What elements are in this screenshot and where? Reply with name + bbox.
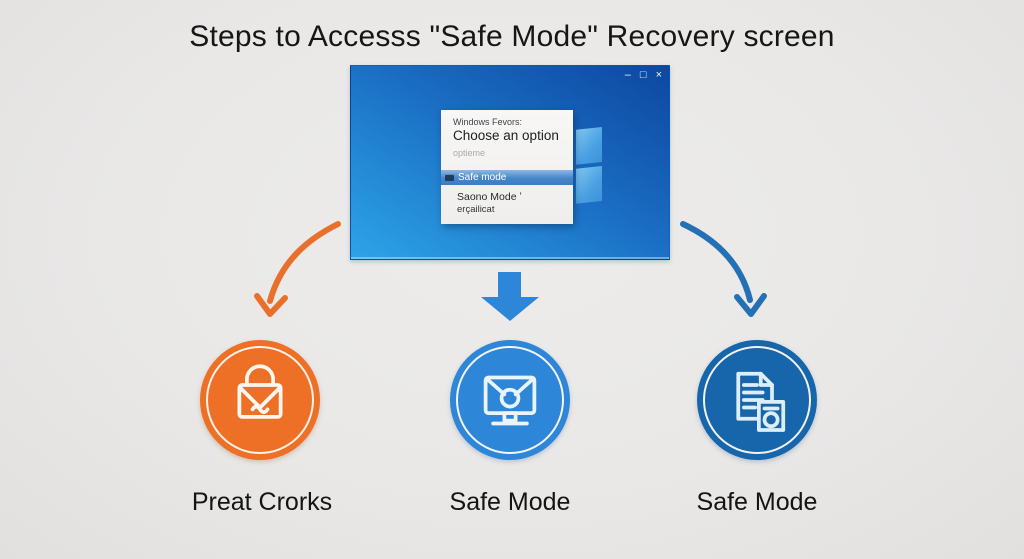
windows-logo-pane [576, 127, 602, 165]
dialog-subtext: optieme [453, 148, 486, 158]
step-label-1: Preat Crorks [191, 488, 333, 516]
curved-arrow-right [680, 221, 767, 317]
menu-item-2[interactable]: Saono Mode ʼ [457, 191, 522, 203]
menu-item-safe-mode-selected[interactable]: Safe mode [441, 170, 573, 185]
page-title: Steps to Accesss "Safe Mode" Recovery sc… [189, 20, 835, 53]
circle-ring [456, 346, 564, 454]
menu-item-label: Safe mode [458, 172, 507, 183]
block-arrow-down [481, 272, 539, 321]
maximize-icon[interactable]: □ [639, 69, 647, 81]
window-controls: – □ × [625, 68, 662, 82]
circle-ring [206, 346, 314, 454]
choose-option-dialog: Windows Fevors: Choose an option optieme… [441, 110, 573, 224]
curved-arrow-left [254, 221, 341, 317]
dialog-kicker: Windows Fevors: [453, 117, 523, 127]
circle-ring [703, 346, 811, 454]
safe-mode-item-icon [445, 174, 454, 181]
windows-logo-pane [576, 166, 602, 204]
minimize-icon[interactable]: – [624, 69, 631, 81]
step-circle-3 [697, 340, 817, 460]
step-circle-2 [450, 340, 570, 460]
document-icon [736, 371, 786, 432]
close-icon[interactable]: × [655, 69, 662, 81]
step-label-3: Safe Mode [696, 488, 818, 516]
step-label-2: Safe Mode [449, 488, 571, 516]
step-circle-1 [200, 340, 320, 460]
monitor-icon [483, 375, 537, 426]
menu-item-3[interactable]: erçailicat [457, 204, 495, 215]
shopping-bag-icon [237, 364, 283, 419]
windows-screenshot: – □ × Windows Fevors: Choose an option o… [350, 65, 670, 260]
dialog-heading: Choose an option [453, 128, 559, 143]
